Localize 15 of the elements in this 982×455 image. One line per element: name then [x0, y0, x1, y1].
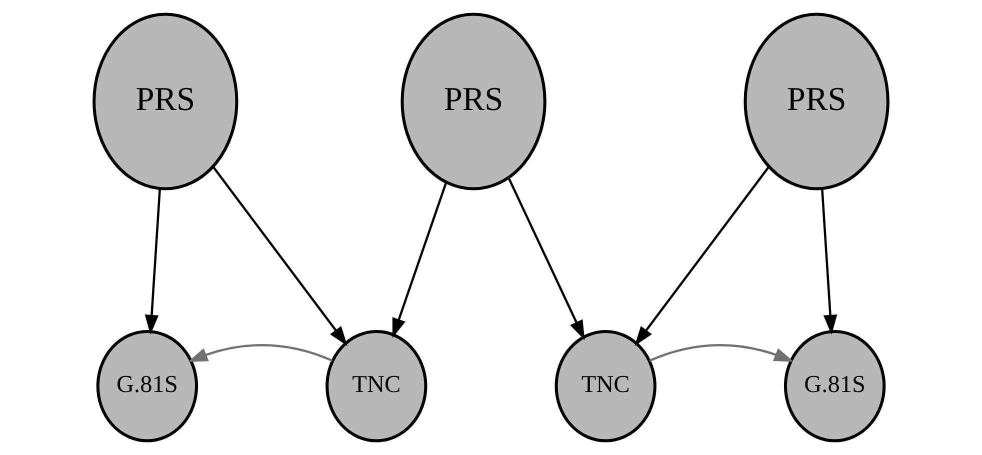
arrow — [392, 182, 448, 338]
arrow — [212, 166, 348, 346]
arrow — [508, 177, 585, 340]
node-circle: G.81S — [784, 330, 886, 442]
node-ellipse: PRS — [92, 12, 238, 190]
node-ellipse: PRS — [744, 12, 890, 190]
arrow — [188, 344, 333, 362]
arrow — [144, 188, 161, 335]
node-circle: G.81S — [96, 330, 198, 442]
node-circle: TNC — [554, 330, 656, 442]
arrow — [821, 188, 838, 335]
node-circle: TNC — [326, 330, 428, 442]
arrow — [634, 166, 770, 346]
arrow — [649, 344, 794, 362]
node-ellipse: PRS — [400, 12, 546, 190]
